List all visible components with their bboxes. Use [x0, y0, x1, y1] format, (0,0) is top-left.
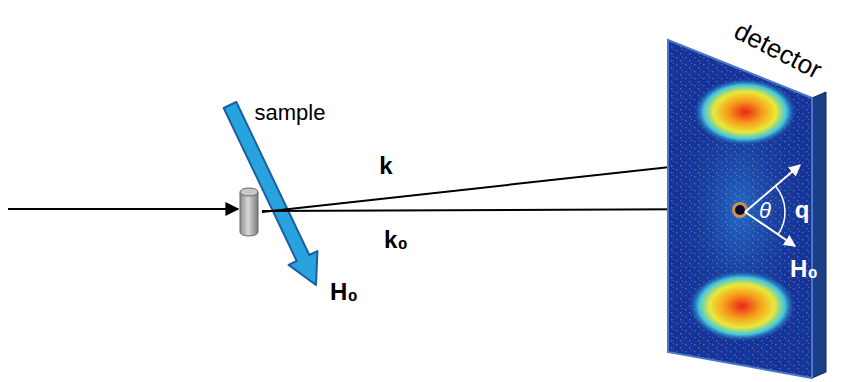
detector-panel: [660, 30, 826, 382]
angle-label: θ: [759, 199, 771, 223]
sample-cylinder: [240, 188, 258, 236]
transmitted-beam: [262, 209, 736, 211]
q-label: q: [795, 197, 810, 223]
wavevector-label: k₀: [384, 227, 408, 253]
q-vector: [745, 165, 800, 212]
field-arrow: [224, 102, 318, 285]
field-label: H₀: [790, 256, 818, 282]
angle-arc: [775, 186, 785, 235]
sample-label: sample: [255, 101, 326, 125]
field-label: H₀: [330, 279, 358, 305]
incident-beam: [8, 208, 238, 210]
wavevector-label: k: [379, 153, 392, 179]
